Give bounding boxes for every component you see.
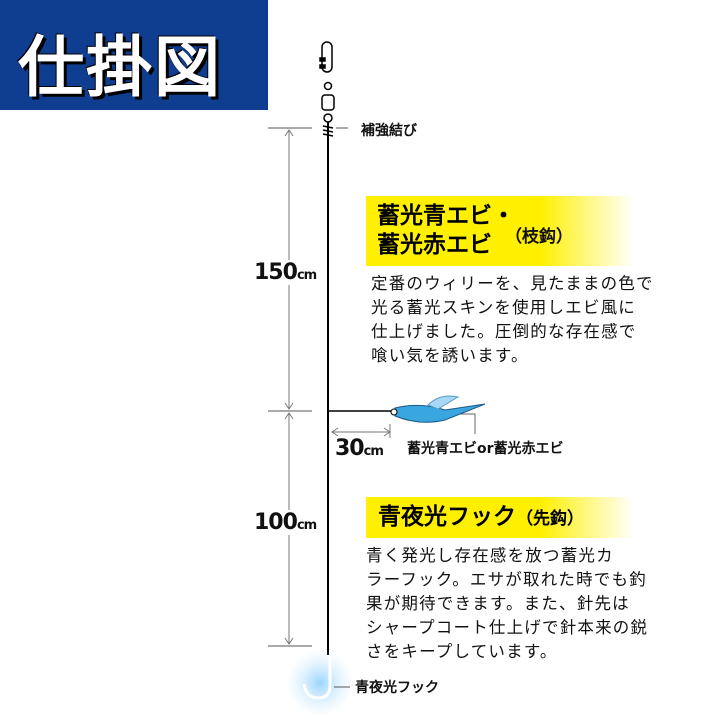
knot-label: 補強結び	[361, 123, 417, 139]
dimension-arrows	[284, 129, 476, 645]
hook-icon	[302, 656, 332, 700]
section1-description: 定番のウィリーを、見たままの色で 光る蓄光スキンを使用しエビ風に 仕上げました。…	[371, 274, 654, 365]
hook-label: 青夜光フック	[355, 680, 439, 696]
section1-highlight	[366, 196, 634, 266]
lower-length: 100cm	[254, 510, 317, 535]
section2-description: 青く発光し存在感を放つ蓄光カ ラーフック。エサが取れた時でも釣 果が期待できます…	[366, 546, 649, 661]
upper-length: 150cm	[254, 260, 317, 285]
title-banner	[0, 0, 268, 110]
section1-title: 蓄光青エビ・ 蓄光赤エビ	[377, 203, 515, 258]
shrimp-lure-icon	[390, 395, 486, 423]
lure-label: 蓄光青エビor蓄光赤エビ	[407, 441, 564, 457]
branch-length: 30cm	[335, 436, 384, 461]
knot-icon	[322, 125, 334, 137]
page-title: 仕掛図	[18, 29, 222, 106]
section1-note: （枝鈎）	[505, 227, 573, 247]
section2-title: 青夜光フック（先鈎）	[378, 504, 584, 530]
section2-highlight	[366, 497, 634, 538]
snap-swivel-icon	[319, 41, 335, 123]
